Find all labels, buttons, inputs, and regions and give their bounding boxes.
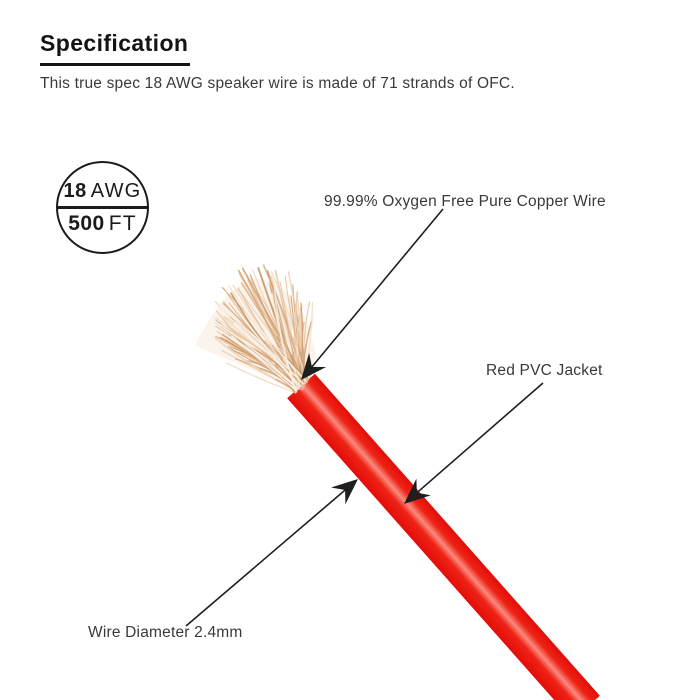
awg-length-badge: 18 AWG 500 FT <box>56 161 149 254</box>
callout-arrow-copper <box>301 208 444 380</box>
copper-strand <box>219 306 305 385</box>
copper-strand <box>226 362 295 393</box>
arrowhead-copper-icon <box>301 353 327 380</box>
arrowhead-diameter-icon <box>331 479 358 505</box>
copper-strand <box>259 368 295 393</box>
copper-strand <box>294 344 308 382</box>
callout-arrow-jacket <box>404 382 544 504</box>
callout-jacket-label: Red PVC Jacket <box>486 362 603 379</box>
callout-copper-label: 99.99% Oxygen Free Pure Copper Wire <box>324 193 606 210</box>
copper-strands <box>195 264 316 394</box>
callout-diameter-label: Wire Diameter 2.4mm <box>88 624 243 641</box>
badge-length-value: 500 <box>68 212 105 235</box>
page-title: Specification <box>40 30 191 66</box>
badge-length-unit: FT <box>108 212 137 235</box>
callout-line-diameter <box>185 487 348 627</box>
copper-strand <box>299 347 305 388</box>
wire-jacket <box>287 373 600 700</box>
header: Specification This true spec 18 AWG spea… <box>40 30 515 93</box>
copper-strand <box>271 293 297 392</box>
copper-strand <box>261 351 299 390</box>
badge-awg-value: 18 <box>63 179 87 202</box>
copper-strand <box>282 358 297 392</box>
copper-strand <box>275 378 297 392</box>
callout-line-jacket <box>414 382 544 496</box>
badge-awg-unit: AWG <box>90 179 142 202</box>
badge-awg-row: 18 AWG <box>58 163 147 213</box>
badge-length-row: 500 FT <box>58 202 147 252</box>
copper-strand <box>233 323 302 388</box>
page-subtitle: This true spec 18 AWG speaker wire is ma… <box>40 75 515 92</box>
arrowhead-jacket-icon <box>404 478 431 504</box>
copper-strand <box>243 308 308 383</box>
callout-line-copper <box>309 208 444 370</box>
copper-strand <box>218 323 299 390</box>
callout-arrow-diameter <box>185 479 358 627</box>
badge-divider <box>58 206 147 209</box>
